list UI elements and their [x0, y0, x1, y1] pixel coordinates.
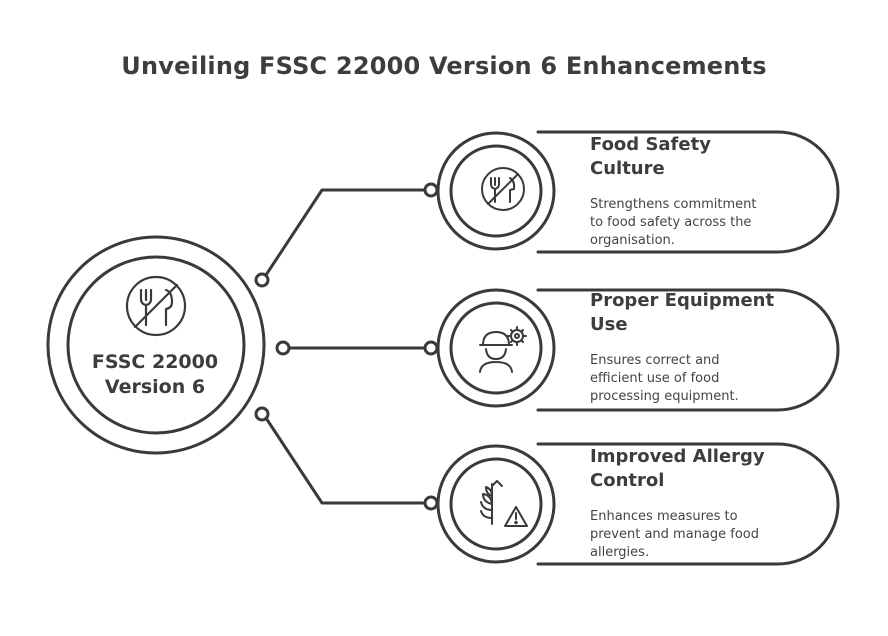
card-1-desc-line-2: to food safety across the — [590, 215, 752, 230]
card-3-title-line-2: Control — [590, 470, 665, 491]
card-2-description: Ensures correct and efficient use of foo… — [590, 352, 790, 406]
card-2-desc-line-1: Ensures correct and — [590, 353, 720, 368]
card-2-pill — [536, 288, 840, 412]
no-utensils-icon — [481, 167, 525, 211]
card-3-desc-line-2: prevent and manage food — [590, 527, 760, 542]
connector-node — [275, 340, 291, 356]
connector-node — [254, 406, 270, 422]
card-2-title: Proper Equipment Use — [590, 289, 790, 337]
card-2-title-line-2: Use — [590, 314, 628, 335]
card-2-desc-line-3: processing equipment. — [590, 389, 739, 404]
connector-node — [423, 340, 439, 356]
card-3-pill — [536, 442, 840, 566]
no-utensils-icon — [125, 275, 187, 337]
card-1-pill — [536, 130, 840, 254]
card-1-desc-line-1: Strengthens commitment — [590, 197, 757, 212]
hub-label-line-1: FSSC 22000 — [91, 351, 219, 373]
hub-label-line-2: Version 6 — [104, 376, 206, 398]
hub-inner-ring — [66, 255, 246, 435]
card-3-desc-line-1: Enhances measures to — [590, 509, 738, 524]
card-3-desc-line-3: allergies. — [590, 545, 650, 560]
card-3-description: Enhances measures to prevent and manage … — [590, 508, 790, 562]
connector-node — [254, 272, 270, 288]
card-3-inner-ring — [449, 457, 543, 551]
card-1-description: Strengthens commitment to food safety ac… — [590, 196, 790, 250]
page-title: Unveiling FSSC 22000 Version 6 Enhanceme… — [121, 52, 767, 80]
hub-label: FSSC 22000 Version 6 — [70, 350, 240, 400]
card-1-title: Food Safety Culture — [590, 133, 790, 181]
card-3-outer-ring — [436, 444, 556, 564]
wheat-warning-icon — [480, 480, 528, 527]
card-2-inner-ring — [449, 301, 543, 395]
card-1-desc-line-3: organisation. — [590, 233, 675, 248]
card-1-inner-ring — [449, 144, 543, 238]
card-2-title-line-1: Proper Equipment — [590, 290, 775, 311]
card-3-title: Improved Allergy Control — [590, 445, 790, 493]
card-1-title-line-2: Culture — [590, 158, 665, 179]
connector-node — [423, 182, 439, 198]
card-3-title-line-1: Improved Allergy — [590, 446, 765, 467]
connector-1 — [262, 188, 433, 280]
hub-outer-ring — [46, 235, 266, 455]
card-2-desc-line-2: efficient use of food — [590, 371, 720, 386]
connector-node — [423, 495, 439, 511]
card-2-outer-ring — [436, 288, 556, 408]
card-1-title-line-1: Food Safety — [590, 134, 711, 155]
worker-gear-icon — [479, 326, 527, 373]
connector-3 — [262, 413, 433, 505]
